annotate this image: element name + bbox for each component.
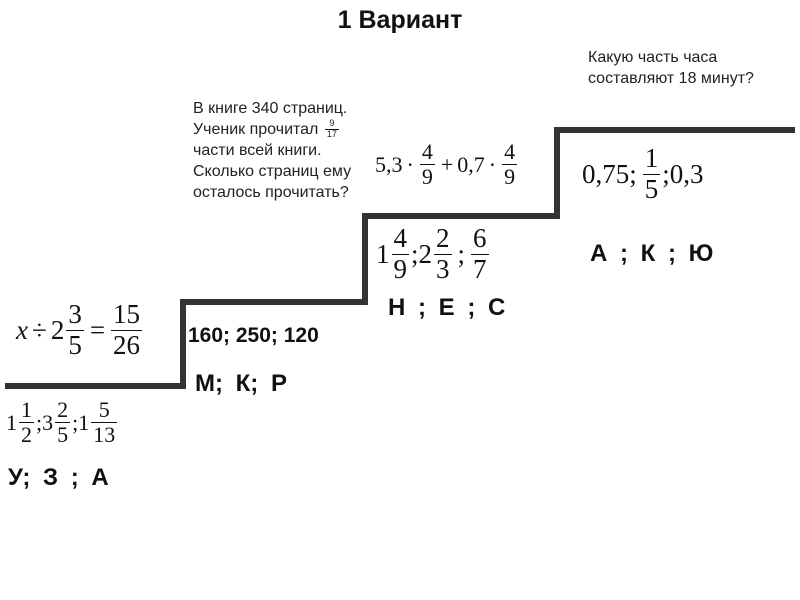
step4-question: Какую часть часа составляют 18 минут?	[588, 49, 754, 87]
option-1: 0,75;	[582, 158, 637, 189]
separator: ;	[457, 238, 466, 269]
step2-letters: М; К; Р	[195, 370, 287, 397]
step2-answers: 160; 250; 120	[188, 324, 319, 347]
step4-letters: А ; К ; Ю	[590, 240, 714, 267]
step2-problem: В книге 340 страниц. Ученик прочитал 9 1…	[193, 98, 358, 203]
step1-equation: x ÷ 2 3 5 = 15 26	[16, 299, 144, 360]
separator: ;	[72, 409, 79, 435]
mixed-whole: 2	[50, 314, 65, 345]
equals-sign: =	[89, 314, 106, 345]
option-3: ;0,3	[662, 158, 704, 189]
division-sign: ÷	[31, 314, 47, 345]
problem-text-start: В книге 340 страниц. Ученик прочитал	[193, 100, 348, 138]
multiply-sign: ·	[488, 151, 497, 177]
page-title: 1 Вариант	[337, 6, 463, 34]
separator: ;	[411, 238, 419, 269]
step3-letters: Н ; Е ; С	[388, 294, 506, 321]
plus-sign: +	[440, 151, 454, 177]
rhs-fraction: 15 26	[111, 299, 143, 360]
step1-letters: У; З ; А	[8, 464, 109, 491]
mixed-fraction: 3 5	[66, 299, 84, 360]
problem-fraction: 9 17	[324, 118, 339, 140]
separator: ;	[36, 409, 43, 435]
multiply-sign: ·	[406, 151, 414, 177]
equation-variable: x	[16, 314, 28, 345]
problem-text-end: части всей книги. Сколько страниц ему ос…	[193, 142, 352, 202]
